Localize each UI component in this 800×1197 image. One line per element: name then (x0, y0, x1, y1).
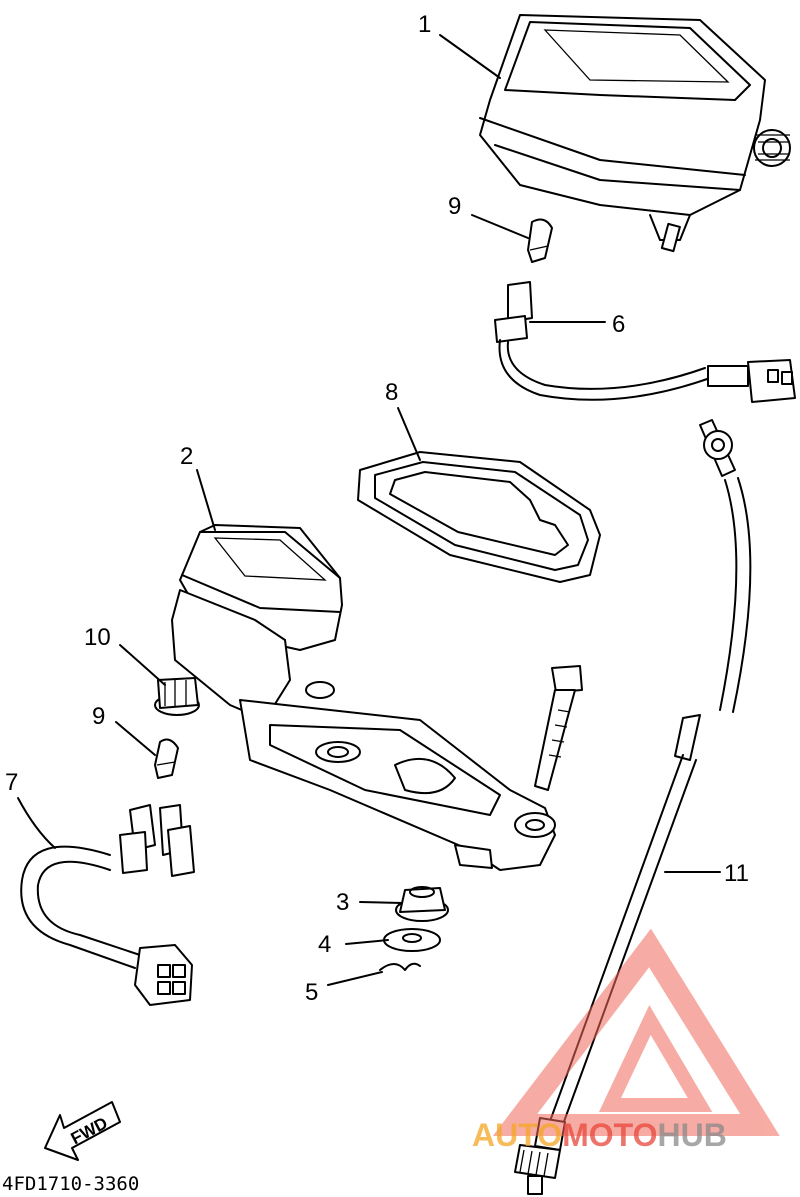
bulb-9-lower (154, 738, 179, 779)
clip-5 (379, 962, 421, 971)
callout-7: 7 (5, 769, 18, 796)
callout-2: 2 (180, 443, 193, 470)
callout-1: 1 (418, 11, 431, 38)
bulb-9-upper (527, 218, 553, 263)
leader-lines (17, 34, 721, 986)
meter-assembly-2 (171, 524, 556, 871)
callout-8: 8 (385, 379, 398, 406)
callout-5: 5 (305, 979, 318, 1006)
fwd-arrow: FWD (44, 1101, 121, 1161)
watermark-text: AUTOMOTOHUB (472, 1117, 727, 1153)
callout-3: 3 (336, 889, 349, 916)
socket-10 (154, 677, 200, 716)
callout-9-lower: 9 (92, 703, 105, 730)
watermark-auto: AUTO (472, 1117, 562, 1153)
callout-11: 11 (724, 860, 749, 887)
callout-9-upper: 9 (448, 193, 461, 220)
callout-10: 10 (84, 624, 111, 651)
watermark-hub: HUB (657, 1117, 726, 1153)
drawing-code: 4FD1710-3360 (2, 1173, 139, 1195)
bolt (534, 665, 583, 791)
socket-lead-6 (494, 281, 796, 403)
callout-4: 4 (318, 931, 331, 958)
grommet-3 (395, 886, 449, 922)
watermark-logo (492, 928, 780, 1136)
meter-housing-1 (479, 14, 791, 253)
watermark-moto: MOTO (562, 1117, 657, 1153)
gasket-8 (357, 451, 601, 583)
wire-harness-7 (20, 804, 195, 1006)
washer-4 (383, 928, 441, 952)
callout-6: 6 (612, 311, 625, 338)
